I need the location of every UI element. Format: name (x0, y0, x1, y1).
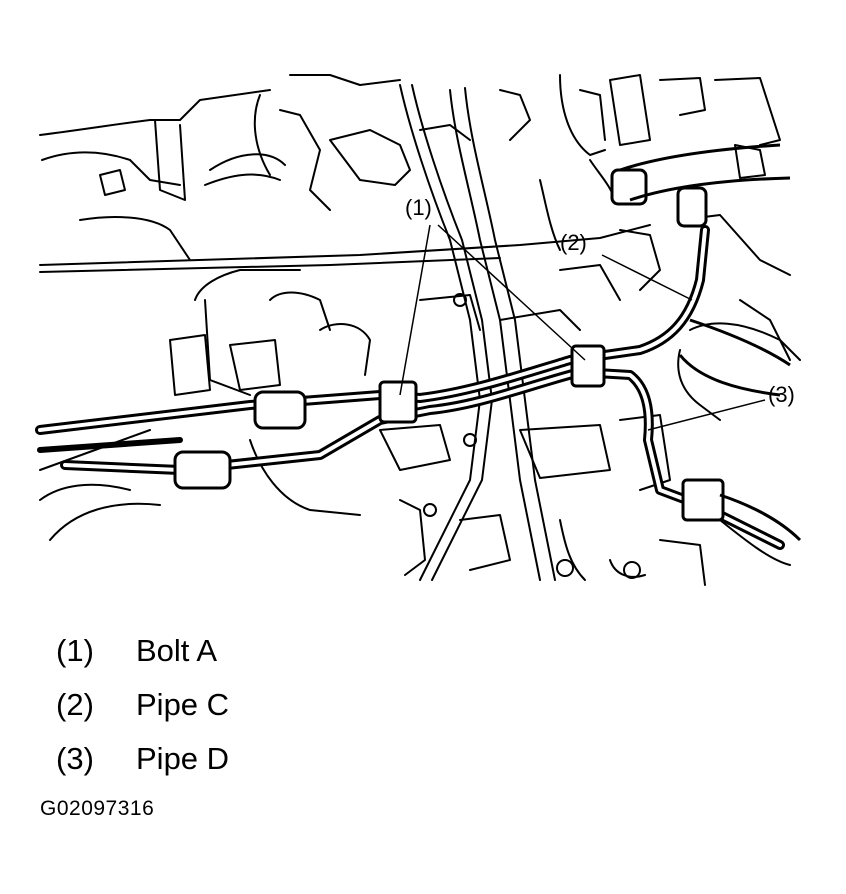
clamp-bolt-a-left (378, 380, 418, 424)
leader-3 (647, 399, 766, 431)
legend: (1) Bolt A (2) Pipe C (3) Pipe D (56, 624, 229, 786)
callout-2: (2) (560, 230, 587, 255)
figure-code: G02097316 (40, 797, 155, 820)
legend-text: Bolt A (136, 633, 217, 668)
callout-3: (3) (768, 382, 795, 407)
hoses (619, 143, 802, 542)
lower-left-pipe (37, 437, 183, 453)
lower-pipe-inner (63, 370, 782, 547)
lower-pipe-fitting (173, 450, 232, 490)
leader-1-right (437, 224, 586, 361)
legend-number: (1) (56, 633, 94, 668)
legend-text: Pipe C (136, 687, 230, 722)
engine-pipe-diagram: (1) (2) (3) (35, 74, 802, 586)
leader-lines (399, 224, 766, 431)
legend-row: (1) Bolt A (56, 624, 229, 678)
leader-1-left (399, 224, 431, 396)
legend-text: Pipe D (136, 741, 230, 776)
leader-2 (601, 254, 693, 301)
left-pipe-fitting (253, 390, 307, 430)
upper-pipe (35, 225, 710, 435)
legend-number: (2) (56, 687, 94, 722)
legend-row: (2) Pipe C (56, 678, 229, 732)
pipe-c-end-fitting (676, 186, 708, 228)
pipe-fittings (173, 168, 725, 522)
callout-1: (1) (405, 195, 432, 220)
legend-number: (3) (56, 741, 94, 776)
pipe-bundle (35, 225, 785, 550)
upper-pipe-inner (38, 228, 707, 432)
upper-hose-clamp (610, 168, 648, 206)
lower-right-clamp (681, 478, 725, 522)
legend-row: (3) Pipe D (56, 732, 229, 786)
